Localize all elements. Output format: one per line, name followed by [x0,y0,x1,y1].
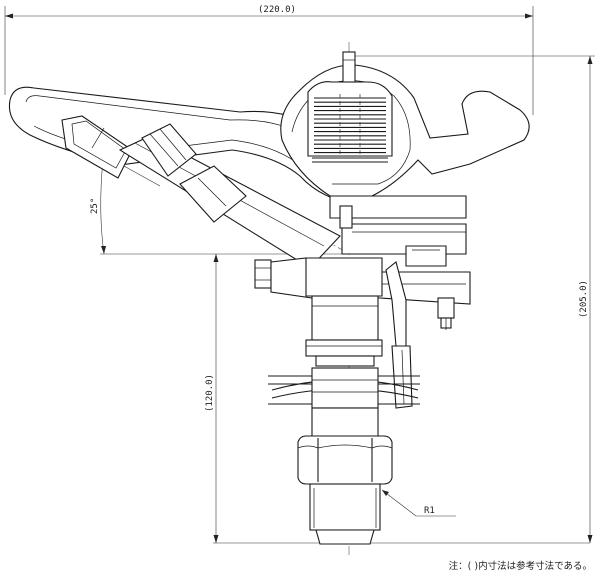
dim-text-width: (220.0) [258,5,296,15]
spring-assembly [307,81,393,163]
stem [305,257,383,367]
center-body [329,195,467,267]
dim-angle: 25° [90,155,161,255]
nipple-fitting [254,257,313,299]
thread-callout: R1 [381,489,456,517]
nozzle-barrel [118,123,341,269]
hex-nut [297,435,393,485]
top-pin [342,51,356,83]
body-tube [311,407,379,439]
thread-label: R1 [424,506,435,516]
dim-height-body: (120.0) [100,253,590,544]
trip-rod [385,261,413,409]
dim-text-angle: 25° [90,198,100,214]
dim-height-overall: (205.0) [353,55,595,543]
dim-width-overall: (220.0) [4,5,534,115]
washer-stack [268,367,420,409]
reference-note: 注：( )内寸法は参考寸法である。 [448,561,592,572]
dim-text-body: (120.0) [205,374,215,412]
thread-section [309,483,381,545]
dim-text-height: (205.0) [579,280,589,318]
